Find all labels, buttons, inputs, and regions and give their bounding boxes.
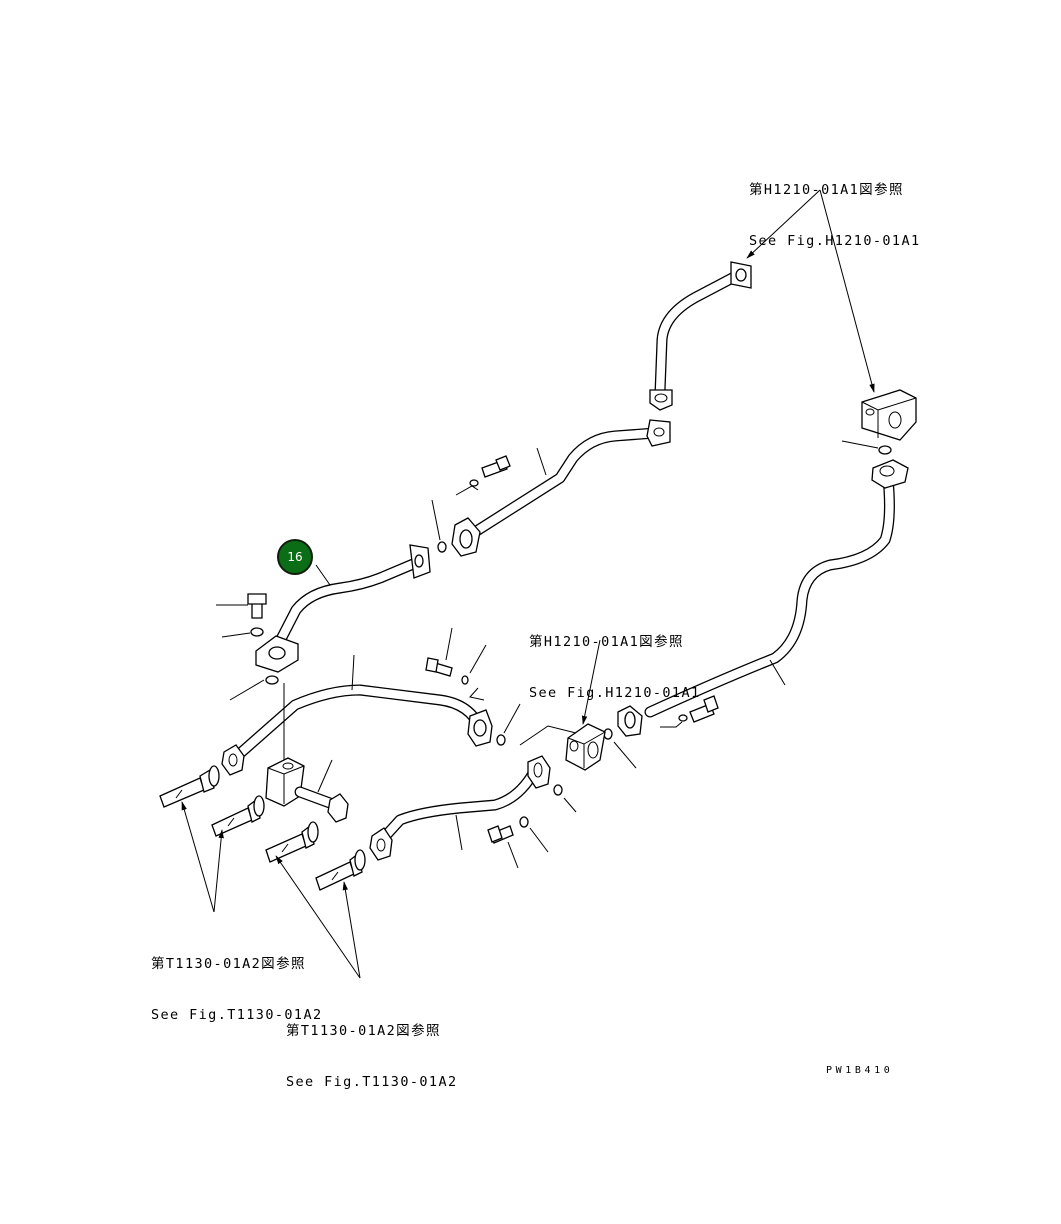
main-pipe-right [617,459,909,737]
reference-note-middle: 第H1210-01A1図参照 See Fig.H1210-01A1 [529,600,701,719]
lower-left-pipe-flange-left [221,744,245,776]
bolt-set-lower [487,816,549,869]
bolt-set-upper [455,455,511,496]
reference-note-bottom-center-jp: 第T1130-01A2図参照 [286,1023,441,1039]
middle-block [519,723,606,771]
lower-pipe-flange-top [527,755,551,789]
reference-note-upper-right-en: See Fig.H1210-01A1 [749,233,921,249]
upper-pipe-assembly [649,261,752,411]
reference-note-bottom-center: 第T1130-01A2図参照 See Fig.T1130-01A2 [286,989,458,1108]
drawing-code: PW1B410 [826,1065,894,1076]
reference-note-upper-right-jp: 第H1210-01A1図参照 [749,182,904,198]
reference-note-lower-left: 第T1130-01A2図参照 See Fig.T1130-01A2 [151,922,323,1041]
right-block [861,389,917,441]
reference-note-upper-right: 第H1210-01A1図参照 See Fig.H1210-01A1 [749,148,921,267]
tee-block [265,683,349,823]
bolt-set-middle [425,627,487,701]
o-ring-top-tee [265,675,279,685]
reference-note-bottom-center-en: See Fig.T1130-01A2 [286,1074,458,1090]
main-pipe-lower [369,755,551,861]
upper-pipe-end-flange [649,389,673,411]
pipe-16-assembly [255,544,431,673]
hose-fittings [159,765,366,891]
reference-note-middle-en: See Fig.H1210-01A1 [529,685,701,701]
lower-pipe-flange-bottom [369,827,393,861]
part-callout-16[interactable]: 16 [277,539,313,575]
bolt-set-right [660,695,719,728]
reference-arrows [181,189,875,979]
o-ring-mid [437,541,447,553]
o-ring-right [878,445,892,455]
reference-note-middle-jp: 第H1210-01A1図参照 [529,634,684,650]
pipe-end-flange-top [646,419,671,447]
main-pipe-upper [451,419,671,557]
o-ring-lower [553,784,563,796]
reference-note-lower-left-en: See Fig.T1130-01A2 [151,1007,323,1023]
right-pipe-top-flange [871,459,909,489]
reference-note-lower-left-jp: 第T1130-01A2図参照 [151,956,306,972]
part-callout-number: 16 [287,550,303,564]
main-pipe-lower-left [221,654,493,776]
o-ring-left-mid [496,734,506,746]
bolt-set-16 [216,593,267,638]
